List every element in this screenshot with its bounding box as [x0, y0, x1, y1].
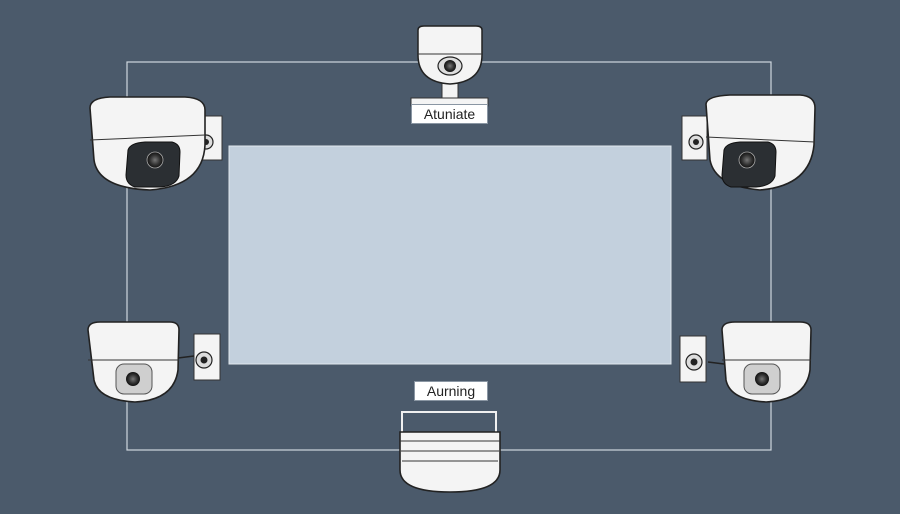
bottom-right-dome-camera-icon	[679, 321, 812, 403]
bottom-ceiling-dome-icon	[399, 411, 501, 493]
top-dome-camera-icon	[410, 25, 489, 107]
top-left-dome-camera-icon	[89, 96, 223, 191]
bottom-left-dome-camera-icon	[87, 321, 221, 403]
bottom-camera-label: Aurning	[414, 381, 488, 401]
top-right-dome-camera-icon	[681, 94, 816, 191]
monitored-area	[228, 145, 672, 365]
top-camera-label: Atuniate	[411, 104, 488, 124]
